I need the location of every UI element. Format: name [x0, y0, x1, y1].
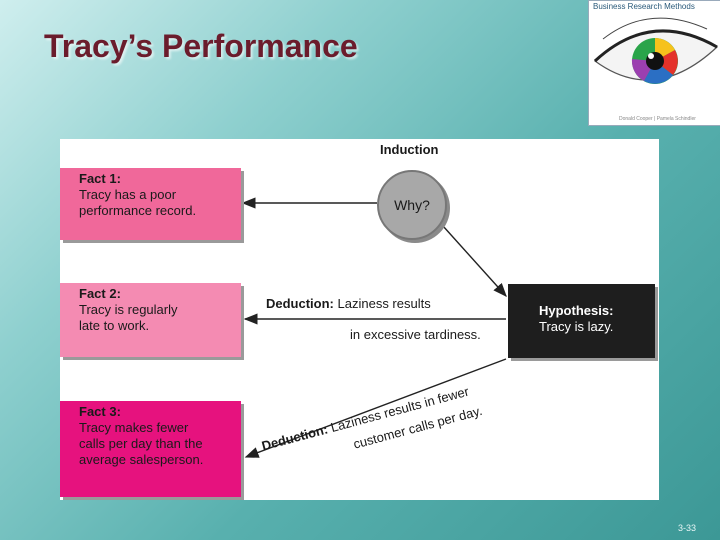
- deduction-1-line-1: Deduction: Laziness results: [266, 296, 431, 311]
- hypothesis-box: Hypothesis: Tracy is lazy.: [508, 284, 655, 358]
- fact-3-text: Tracy makes fewer calls per day than the…: [79, 420, 204, 467]
- book-cover-image: Business Research Methods Donald Cooper …: [588, 0, 720, 126]
- fact-2-box: Fact 2: Tracy is regularly late to work.: [60, 283, 241, 357]
- induction-deduction-diagram: Induction Why? Fact 1: Tracy has a poor …: [60, 139, 659, 500]
- book-title: Business Research Methods: [593, 2, 695, 11]
- fact-3-heading: Fact 3:: [79, 404, 121, 419]
- book-authors: Donald Cooper | Pamela Schindler: [619, 116, 696, 122]
- slide-number: 3-33: [678, 523, 697, 533]
- diagram-arrows: [241, 197, 507, 458]
- fact-1-box: Fact 1: Tracy has a poor performance rec…: [60, 168, 241, 240]
- deduction-1-text-1: Laziness results: [337, 296, 431, 311]
- fact-3-box: Fact 3: Tracy makes fewer calls per day …: [60, 401, 241, 497]
- fact-1-text: Tracy has a poor performance record.: [79, 187, 197, 218]
- hypothesis-heading: Hypothesis:: [539, 303, 614, 318]
- induction-label: Induction: [380, 142, 439, 157]
- deduction-1-heading: Deduction:: [266, 296, 334, 311]
- deduction-1-line-2: in excessive tardiness.: [350, 327, 481, 342]
- arrow-why-to-hypothesis: [442, 225, 507, 298]
- arrow-hypothesis-to-fact3: [244, 358, 507, 458]
- why-label: Why?: [394, 197, 430, 213]
- slide-title: Tracy’s Performance: [44, 28, 358, 64]
- fact-2-heading: Fact 2:: [79, 286, 121, 301]
- fact-1-heading: Fact 1:: [79, 171, 121, 186]
- fact-2-text: Tracy is regularly late to work.: [79, 302, 178, 333]
- hypothesis-text: Tracy is lazy.: [539, 319, 614, 334]
- why-circle: Why?: [377, 170, 447, 240]
- eye-icon: [593, 17, 719, 84]
